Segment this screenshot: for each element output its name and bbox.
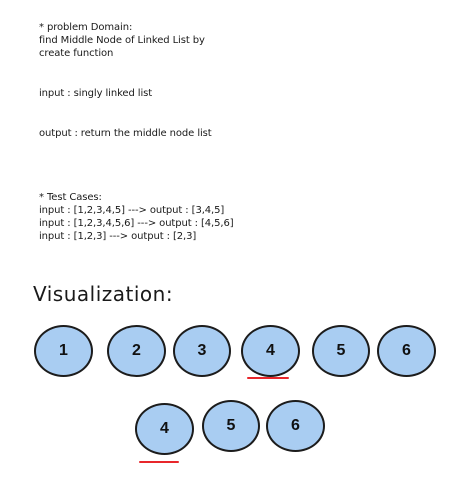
list-node: 1 (34, 325, 93, 377)
middle-node-underline (247, 377, 289, 379)
middle-list-node: 4 (135, 403, 194, 455)
result-head-underline (139, 461, 179, 463)
test-case: input : [1,2,3,4,5] ---> output : [3,4,5… (39, 205, 225, 216)
list-node: 5 (312, 325, 370, 377)
input-description: input : singly linked list (39, 88, 153, 99)
test-case: input : [1,2,3] ---> output : [2,3] (39, 231, 197, 242)
middle-list-node: 5 (202, 400, 260, 452)
list-node: 2 (107, 325, 166, 377)
visualization-heading: Visualization: (33, 282, 174, 306)
list-node: 6 (377, 325, 436, 377)
test-case: input : [1,2,3,4,5,6] ---> output : [4,5… (39, 218, 234, 229)
problem-domain-line: * problem Domain: (39, 22, 133, 33)
list-node: 3 (173, 325, 231, 377)
test-cases-title: * Test Cases: (39, 192, 102, 203)
problem-domain-line: create function (39, 48, 114, 59)
problem-domain-line: find Middle Node of Linked List by (39, 35, 205, 46)
list-node: 4 (241, 325, 300, 377)
middle-list-node: 6 (266, 400, 325, 452)
output-description: output : return the middle node list (39, 128, 212, 139)
